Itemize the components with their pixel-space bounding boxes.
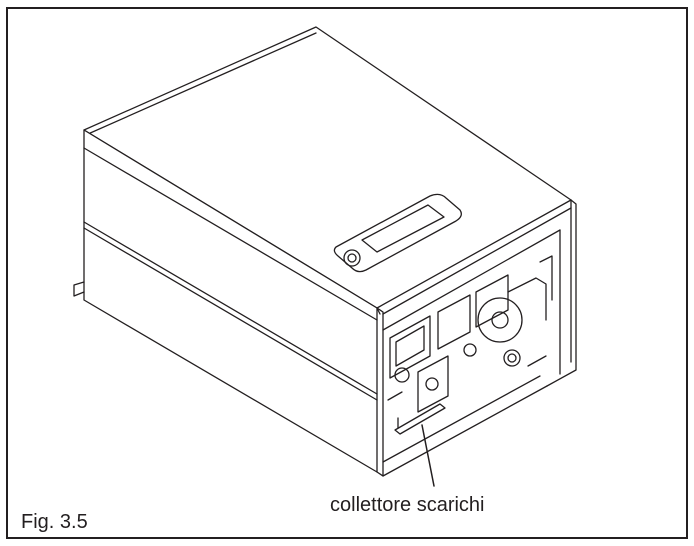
callout-leader — [421, 424, 435, 487]
casing-side — [382, 199, 577, 477]
casing-front — [83, 129, 384, 477]
callout-label: collettore scarichi — [330, 494, 485, 516]
control-panel — [333, 193, 462, 273]
figure-label: Fig. 3.5 — [21, 511, 88, 533]
internal-components — [387, 255, 553, 435]
wall-bracket — [73, 281, 85, 297]
